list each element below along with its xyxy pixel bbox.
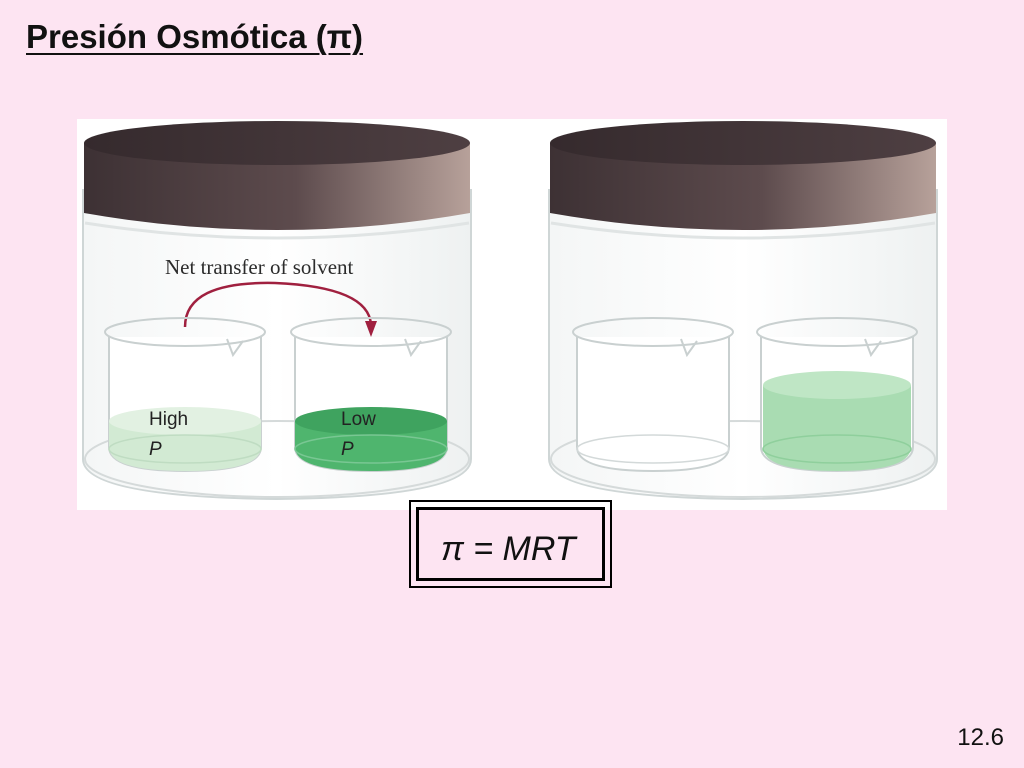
arrow-label: Net transfer of solvent bbox=[165, 255, 354, 279]
beaker-filled bbox=[756, 317, 918, 473]
right-jar-lid bbox=[550, 121, 936, 240]
beaker-low-pressure bbox=[290, 317, 452, 473]
low-pressure-symbol: P bbox=[341, 439, 354, 460]
left-bell-jar: Net transfer of solvent High P bbox=[82, 121, 472, 501]
high-pressure-symbol: P bbox=[149, 439, 162, 460]
page-number: 12.6 bbox=[957, 724, 1004, 751]
beaker-empty bbox=[572, 317, 734, 473]
beaker-high-pressure bbox=[104, 317, 266, 473]
slide-title: Presión Osmótica (π) bbox=[26, 18, 364, 55]
right-bell-jar bbox=[548, 121, 938, 501]
high-pressure-label: High bbox=[149, 409, 188, 430]
left-jar-lid bbox=[84, 121, 470, 240]
osmotic-pressure-formula: π = MRT bbox=[441, 530, 576, 568]
solvent-arrow bbox=[183, 281, 377, 337]
formula-box-inner: π = MRT bbox=[416, 507, 605, 581]
low-pressure-label: Low bbox=[341, 409, 376, 430]
osmosis-figure: Net transfer of solvent High P bbox=[77, 119, 947, 510]
formula-box: π = MRT bbox=[409, 500, 612, 588]
